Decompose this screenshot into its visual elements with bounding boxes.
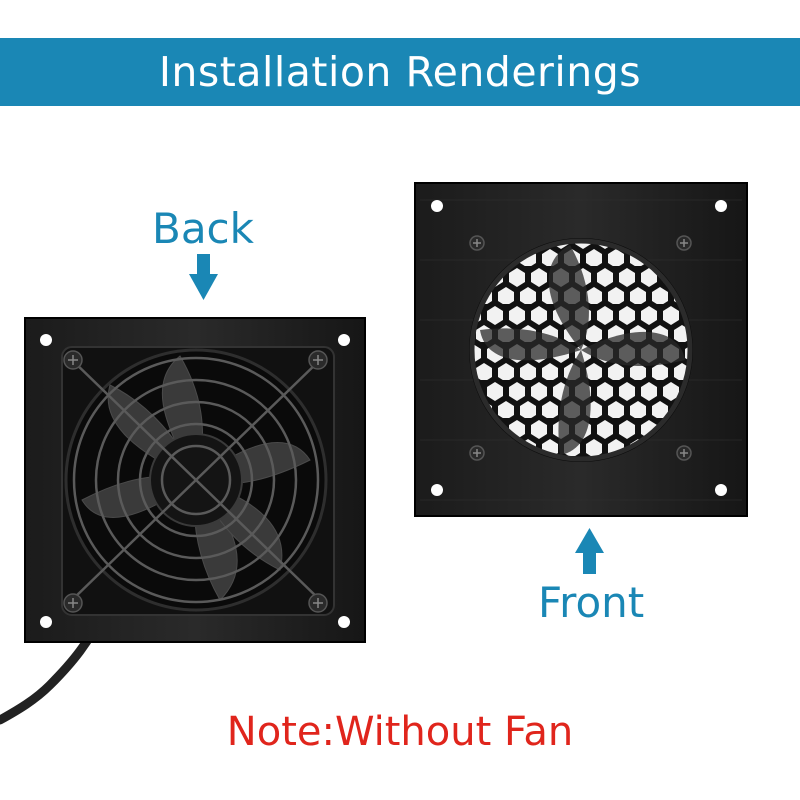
screw-icon bbox=[63, 350, 83, 370]
mounting-hole bbox=[431, 200, 443, 212]
screw-icon bbox=[676, 235, 692, 251]
back-plate bbox=[0, 317, 366, 725]
fan-grille bbox=[71, 356, 321, 604]
screw-icon bbox=[308, 593, 328, 613]
screw-icon bbox=[308, 350, 328, 370]
screw-icon bbox=[469, 445, 485, 461]
arrow-up-icon bbox=[575, 528, 604, 574]
front-label: Front bbox=[538, 578, 645, 627]
screw-icon bbox=[63, 593, 83, 613]
hex-mesh bbox=[472, 241, 690, 459]
front-plate bbox=[414, 182, 748, 517]
page-title: Installation Renderings bbox=[158, 48, 642, 96]
mounting-hole bbox=[338, 334, 350, 346]
mounting-hole bbox=[40, 334, 52, 346]
screw-icon bbox=[469, 235, 485, 251]
mounting-hole bbox=[338, 616, 350, 628]
mounting-hole bbox=[431, 484, 443, 496]
back-label: Back bbox=[152, 204, 254, 253]
mounting-hole bbox=[715, 200, 727, 212]
mounting-hole bbox=[715, 484, 727, 496]
note-text: Note:Without Fan bbox=[226, 709, 574, 755]
arrow-down-icon bbox=[189, 254, 218, 300]
screw-icon bbox=[676, 445, 692, 461]
mounting-hole bbox=[40, 616, 52, 628]
title-banner: Installation Renderings bbox=[0, 38, 800, 106]
